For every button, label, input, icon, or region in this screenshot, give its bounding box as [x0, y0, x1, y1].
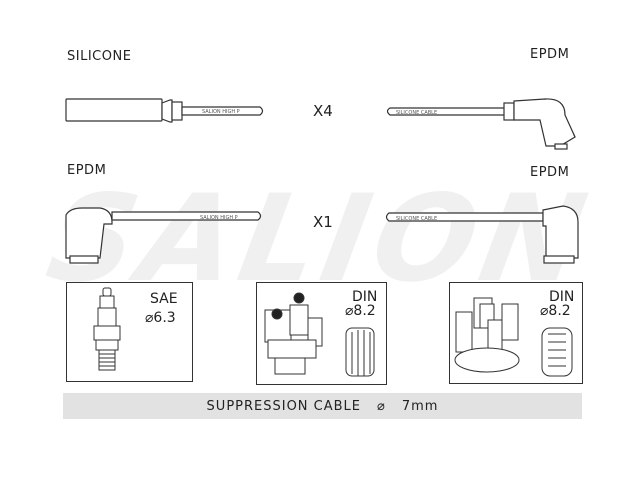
- top-left-print: SALION HIGH P: [202, 109, 240, 115]
- suppression-cable-banner: SUPPRESSION CABLE ⌀ 7mm: [63, 393, 582, 419]
- banner-diameter-symbol: ⌀: [377, 398, 386, 414]
- terminal-box-din-2: [449, 282, 583, 384]
- terminal-box-din-1: [256, 282, 387, 385]
- spark-plug-icon: [93, 287, 121, 371]
- distributor-cap-icon-1: [264, 292, 323, 375]
- bottom-right-print: SILICONE CABLE: [396, 216, 437, 222]
- terminal-sae-size: ⌀6.3: [145, 310, 176, 326]
- bottom-left-material-label: EPDM: [67, 163, 107, 178]
- top-left-cable: SALION HIGH P: [65, 98, 264, 123]
- ribbed-terminal-icon-1: [345, 327, 375, 377]
- bottom-right-material-label: EPDM: [530, 165, 570, 180]
- bottom-multiplier: X1: [313, 213, 333, 231]
- top-right-material-label: EPDM: [530, 47, 570, 62]
- top-multiplier: X4: [313, 102, 333, 120]
- ribbed-terminal-icon-2: [541, 327, 573, 377]
- distributor-cap-icon-2: [454, 297, 520, 373]
- terminal-din-2-type: DIN: [549, 289, 575, 305]
- bottom-left-cable: SALION HIGH P: [65, 207, 262, 264]
- bottom-right-cable: SILICONE CABLE: [385, 205, 579, 264]
- banner-text: SUPPRESSION CABLE: [206, 398, 362, 414]
- banner-size: 7mm: [401, 398, 439, 414]
- terminal-sae-type: SAE: [150, 291, 178, 307]
- bottom-left-print: SALION HIGH P: [200, 215, 238, 221]
- terminal-din-2-size: ⌀8.2: [540, 303, 571, 319]
- terminal-din-1-type: DIN: [352, 289, 378, 305]
- terminal-din-1-size: ⌀8.2: [345, 303, 376, 319]
- top-left-material-label: SILICONE: [67, 49, 132, 64]
- terminal-box-sae: [66, 282, 193, 382]
- top-right-cable: SILICONE CABLE: [386, 98, 576, 150]
- top-right-print: SILICONE CABLE: [396, 110, 437, 116]
